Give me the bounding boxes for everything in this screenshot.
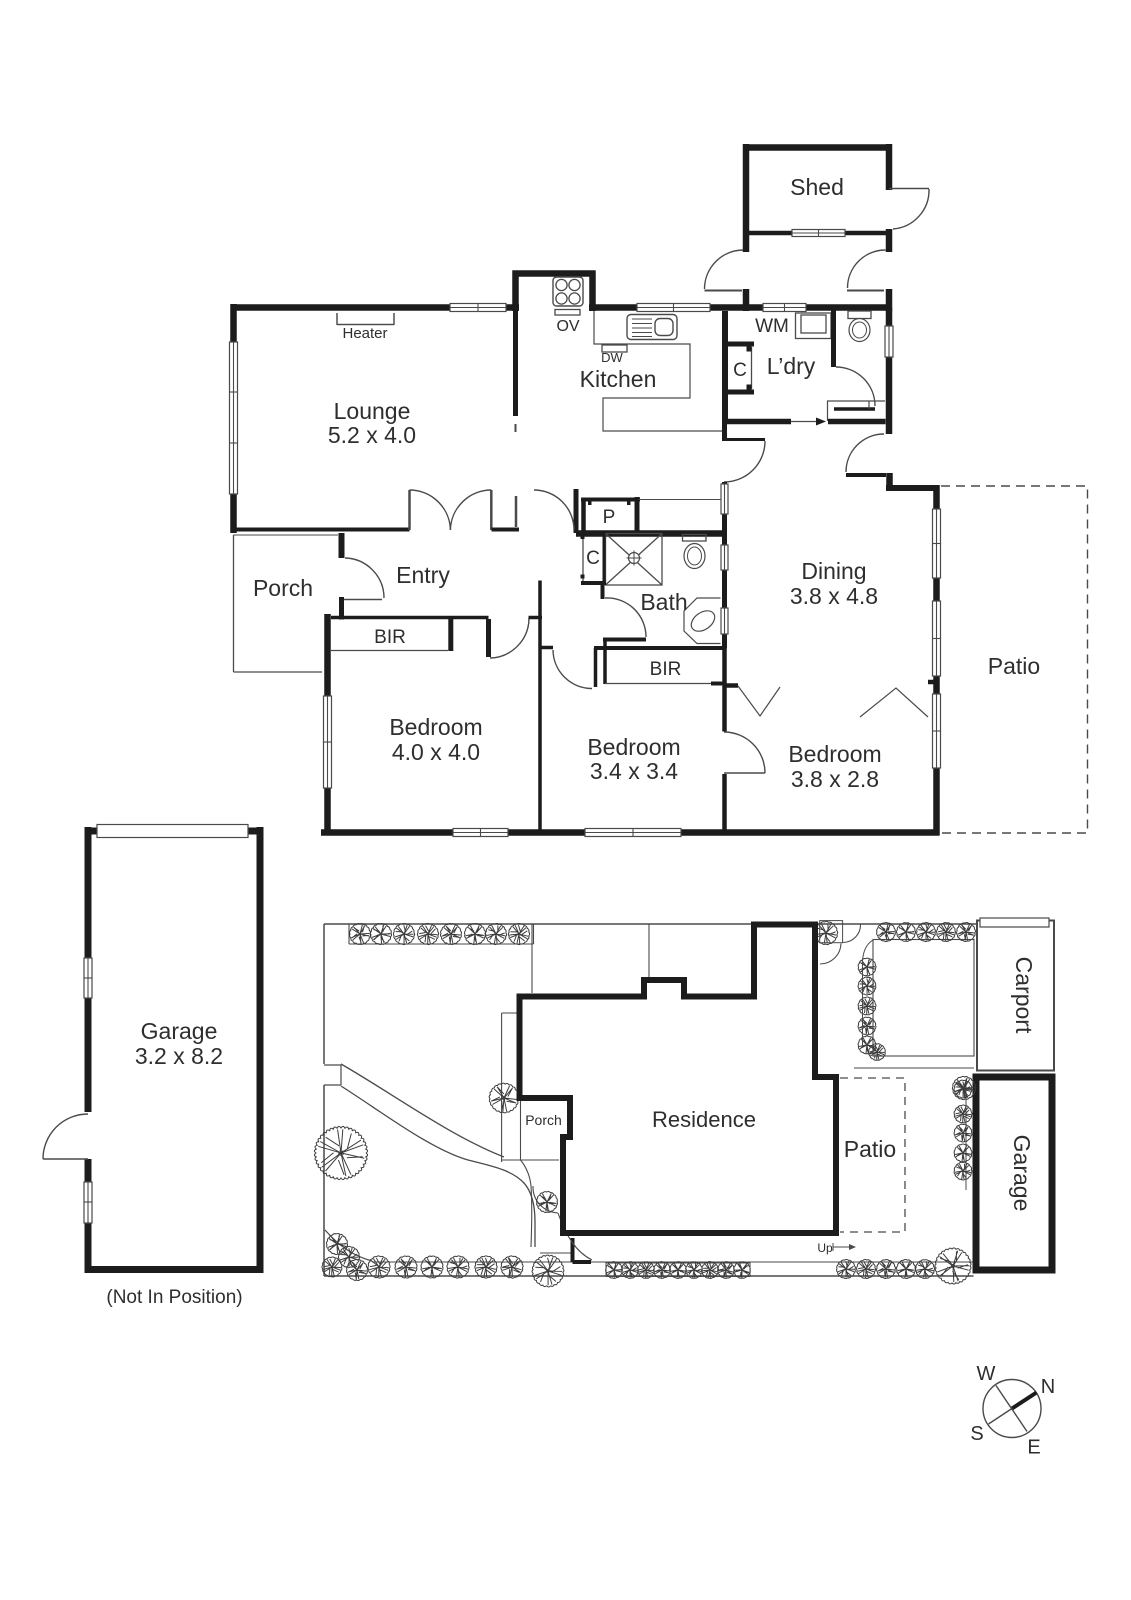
svg-text:Heater: Heater — [342, 325, 387, 342]
svg-text:3.4 x 3.4: 3.4 x 3.4 — [590, 758, 678, 784]
svg-text:3.2 x 8.2: 3.2 x 8.2 — [135, 1043, 223, 1069]
svg-text:Bedroom: Bedroom — [788, 741, 881, 767]
svg-text:Garage: Garage — [1009, 1135, 1035, 1212]
svg-text:OV: OV — [556, 318, 579, 335]
svg-text:Bath: Bath — [640, 589, 687, 615]
svg-text:Garage: Garage — [141, 1018, 218, 1044]
svg-text:S: S — [970, 1423, 983, 1445]
svg-text:Residence: Residence — [652, 1107, 756, 1132]
svg-text:Kitchen: Kitchen — [580, 366, 657, 392]
svg-text:Entry: Entry — [396, 562, 450, 588]
svg-text:C: C — [733, 360, 747, 381]
svg-text:W: W — [977, 1363, 996, 1385]
svg-text:Shed: Shed — [790, 174, 844, 200]
svg-text:C: C — [586, 548, 600, 569]
svg-text:(Not In Position): (Not In Position) — [106, 1287, 242, 1308]
svg-text:BIR: BIR — [650, 659, 682, 680]
svg-text:Bedroom: Bedroom — [587, 734, 680, 760]
svg-text:Dining: Dining — [801, 558, 866, 584]
svg-text:Up: Up — [817, 1241, 833, 1255]
svg-text:4.0 x 4.0: 4.0 x 4.0 — [392, 739, 480, 765]
svg-text:L’dry: L’dry — [767, 353, 816, 379]
svg-text:5.2 x 4.0: 5.2 x 4.0 — [328, 422, 416, 448]
svg-text:Patio: Patio — [988, 653, 1040, 679]
svg-text:3.8 x 2.8: 3.8 x 2.8 — [791, 766, 879, 792]
svg-text:DW: DW — [601, 350, 623, 365]
svg-text:3.8 x 4.8: 3.8 x 4.8 — [790, 583, 878, 609]
svg-text:Carport: Carport — [1011, 957, 1037, 1034]
svg-text:N: N — [1041, 1376, 1055, 1398]
svg-text:Lounge: Lounge — [334, 398, 411, 424]
svg-text:BIR: BIR — [374, 627, 406, 648]
svg-text:Bedroom: Bedroom — [389, 714, 482, 740]
svg-text:Porch: Porch — [525, 1112, 562, 1128]
svg-text:WM: WM — [755, 316, 789, 337]
svg-text:P: P — [603, 507, 616, 528]
svg-text:Porch: Porch — [253, 575, 313, 601]
svg-text:Patio: Patio — [844, 1136, 896, 1162]
svg-text:E: E — [1027, 1437, 1040, 1459]
